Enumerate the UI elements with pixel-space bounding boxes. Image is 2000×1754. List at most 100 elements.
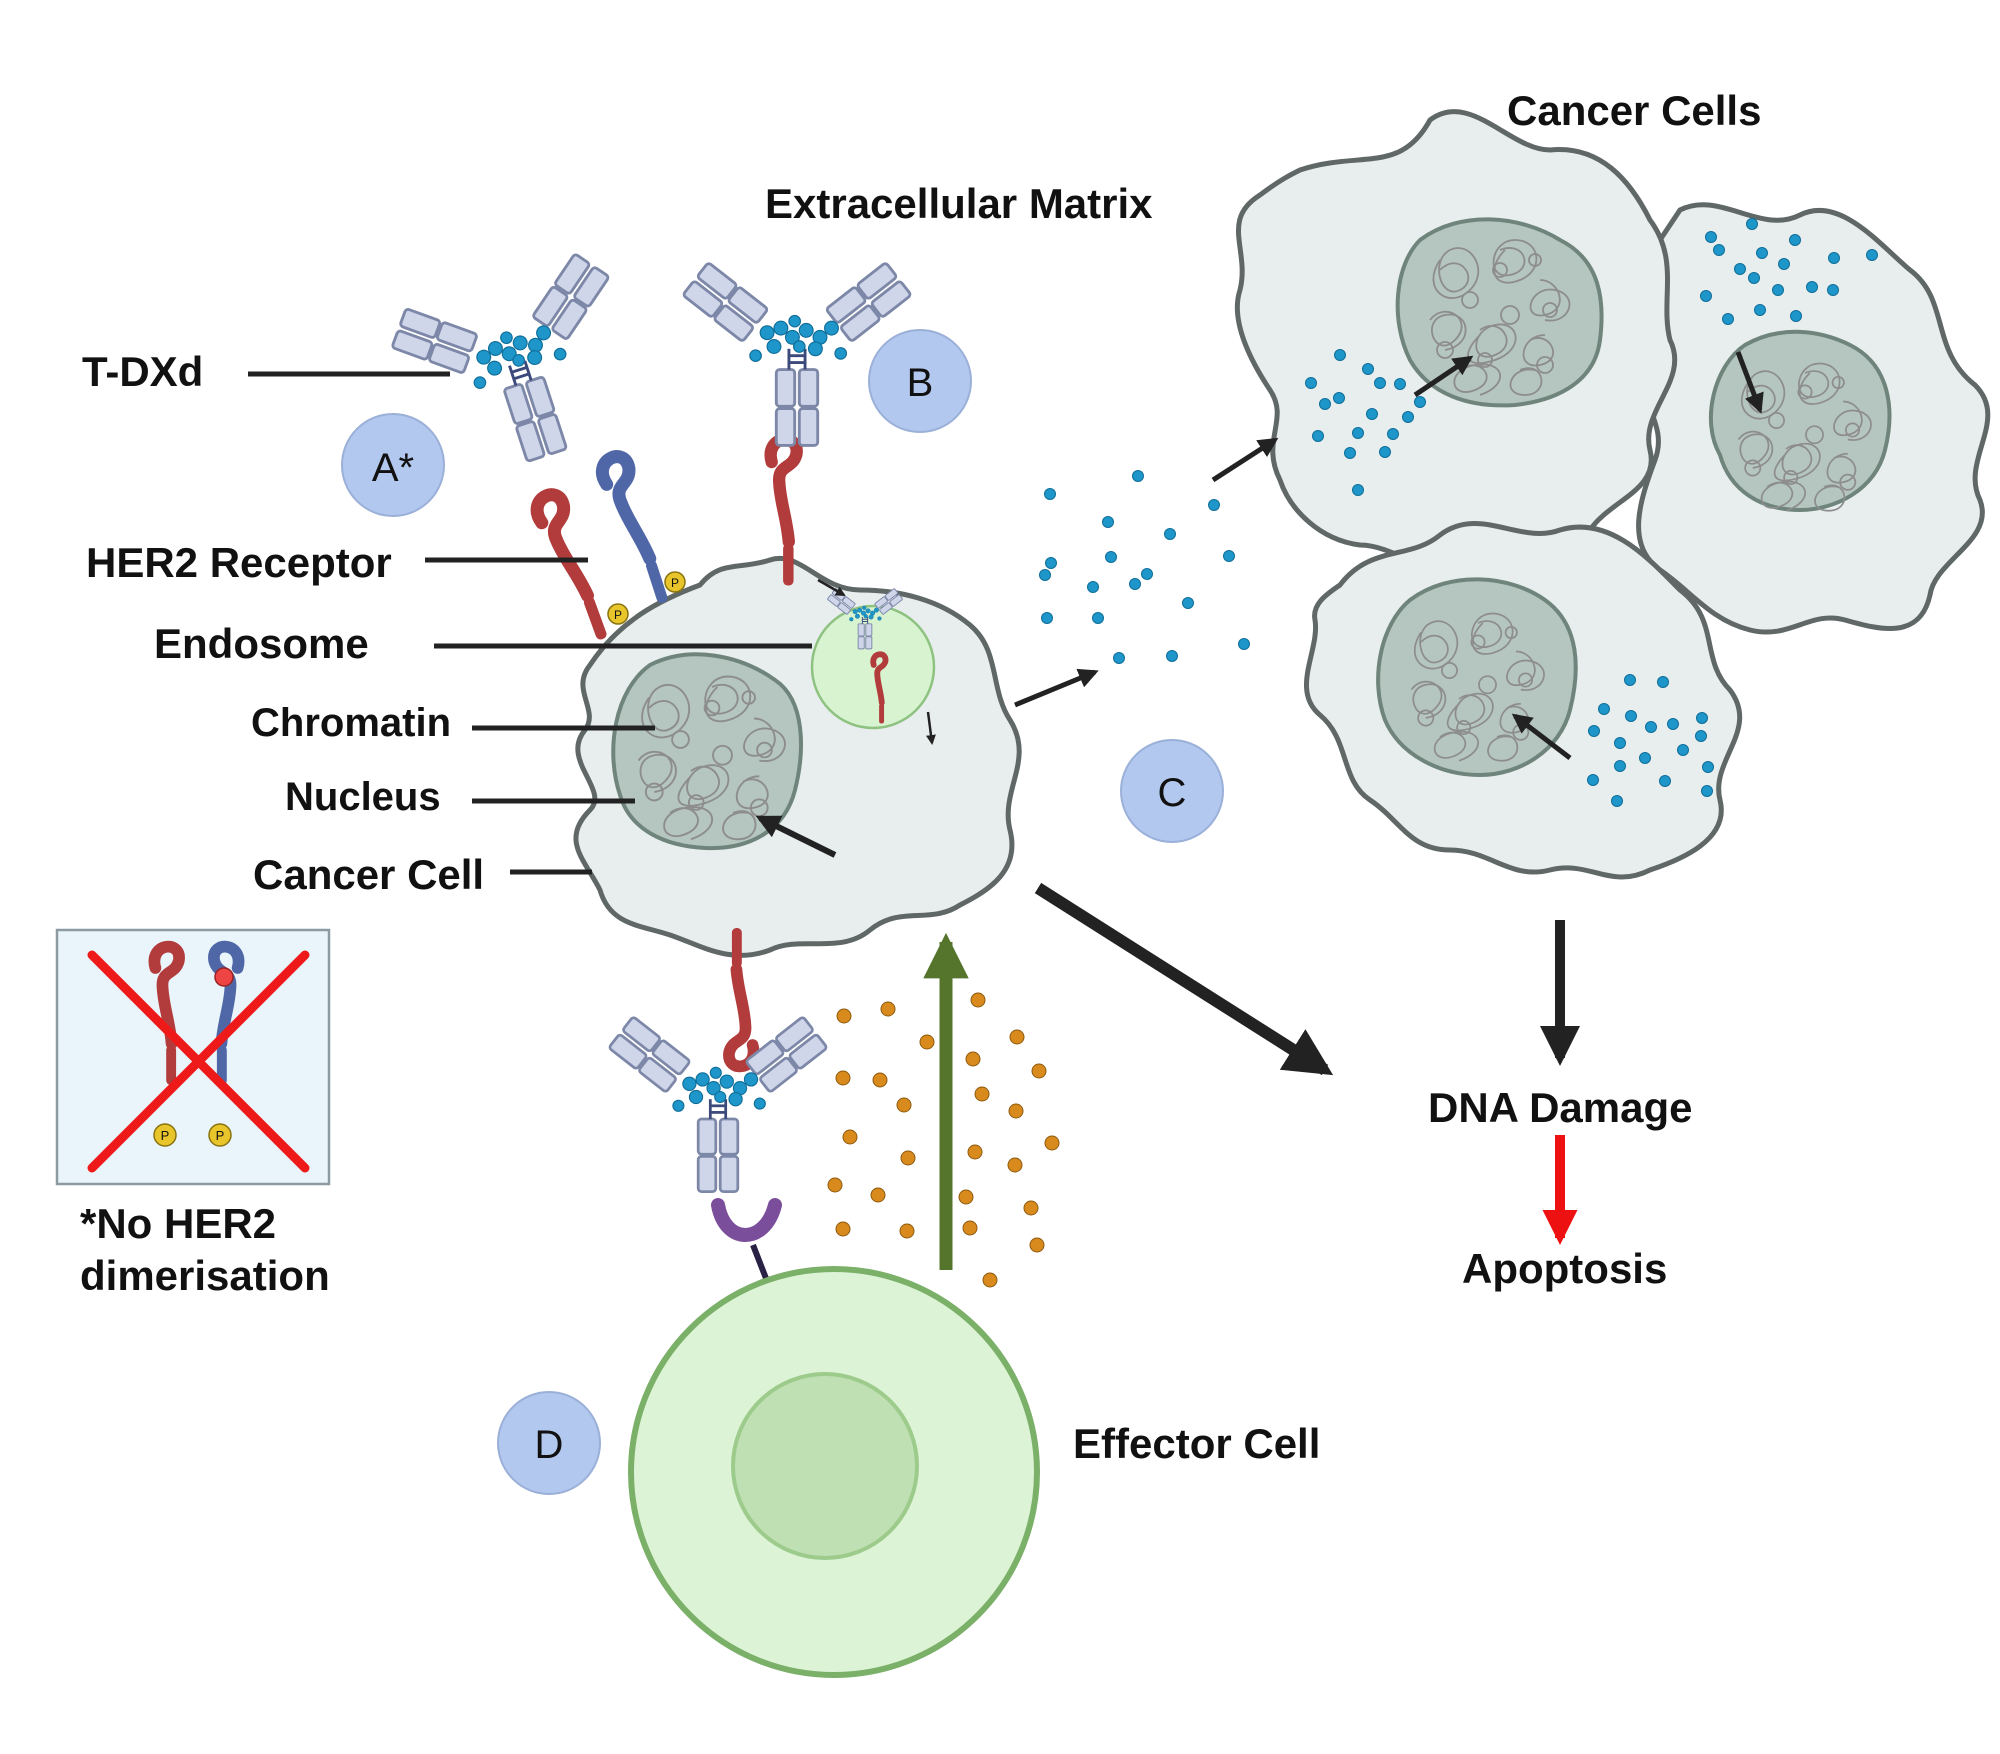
main-nucleus (611, 652, 803, 851)
phosphate-group: P (208, 1123, 232, 1147)
label-t-dxd: T-DXd (82, 348, 203, 395)
marker-b: B (868, 329, 972, 433)
payload-dot (1806, 281, 1818, 293)
marker-a: A* (341, 413, 445, 517)
label-dna-damage: DNA Damage (1428, 1084, 1693, 1131)
label-apoptosis: Apoptosis (1462, 1245, 1667, 1292)
payload-dot (1208, 499, 1220, 511)
cytokine-dot (1044, 1135, 1060, 1151)
payload-dot (1790, 310, 1802, 322)
cytokine-dot (827, 1177, 843, 1193)
label-endosome: Endosome (154, 620, 369, 667)
marker-c: C (1120, 739, 1224, 843)
payload-dot (1611, 795, 1623, 807)
payload-dot (1141, 568, 1153, 580)
payload-dot (1827, 284, 1839, 296)
label-nucleus: Nucleus (285, 775, 441, 819)
svg-text:A*: A* (372, 446, 414, 490)
cytokine-dot (896, 1097, 912, 1113)
payload-dot (1164, 528, 1176, 540)
payload-dot (1352, 427, 1364, 439)
cytokine-dot (836, 1008, 852, 1024)
cytokine-dot (1009, 1029, 1025, 1045)
payload-dot (1102, 516, 1114, 528)
cytokine-dot (1008, 1103, 1024, 1119)
payload-dot (1374, 377, 1386, 389)
label-cancer-cell: Cancer Cell (253, 851, 484, 898)
svg-text:P: P (614, 608, 622, 622)
dna-damage-arrow (1034, 882, 1334, 1076)
payload-dot (1352, 484, 1364, 496)
payload-dot (1624, 674, 1636, 686)
payload-dot (1713, 244, 1725, 256)
nucleus-right (1708, 329, 1892, 513)
cytokine-dot (962, 1220, 978, 1236)
payload-dot (1625, 710, 1637, 722)
cytokine-granules (827, 992, 1060, 1288)
payload-dot (1756, 247, 1768, 259)
payload-dot (1645, 721, 1657, 733)
svg-text:C: C (1158, 771, 1187, 815)
payload-dot (1772, 284, 1784, 296)
payload-dot (1387, 428, 1399, 440)
label-extracellular-matrix: Extracellular Matrix (765, 180, 1153, 227)
cytokine-dot (1007, 1157, 1023, 1173)
cytokine-dot (1029, 1237, 1045, 1253)
payload-dot (1701, 785, 1713, 797)
cytokine-dot (965, 1051, 981, 1067)
payload-dot (1778, 258, 1790, 270)
cytokine-dot (835, 1221, 851, 1237)
payload-dot (1598, 703, 1610, 715)
cytokine-dot (835, 1070, 851, 1086)
payload-dot (1587, 774, 1599, 786)
payload-dot (1105, 551, 1117, 563)
cytokine-dot (970, 992, 986, 1008)
payload-dot (1639, 752, 1651, 764)
payload-dot (1746, 218, 1758, 230)
payload-dot (1223, 550, 1235, 562)
payload-dot (1402, 411, 1414, 423)
cytokine-dot (872, 1072, 888, 1088)
cytokine-dot (1031, 1063, 1047, 1079)
payload-dot (1722, 313, 1734, 325)
cytokine-dot (967, 1144, 983, 1160)
payload-dot (1657, 676, 1669, 688)
payload-dot (1045, 557, 1057, 569)
cytokine-dot (880, 1001, 896, 1017)
svg-text:D: D (535, 1423, 564, 1467)
cytokine-dot (842, 1129, 858, 1145)
cytokine-dot (899, 1223, 915, 1239)
payload-dot (1866, 249, 1878, 261)
payload-dot (1614, 760, 1626, 772)
payload-dot (1702, 761, 1714, 773)
payload-dot (1734, 263, 1746, 275)
payload-dot (1696, 712, 1708, 724)
payload-dot (1362, 363, 1374, 375)
effector-nucleus (731, 1372, 919, 1560)
cross-icon (87, 950, 310, 1173)
payload-dot (1379, 446, 1391, 458)
cytokine-dot (870, 1187, 886, 1203)
payload-dot (1182, 597, 1194, 609)
payload-dot (1333, 392, 1345, 404)
leader-lines (248, 371, 812, 875)
label-her2-receptor: HER2 Receptor (86, 539, 392, 586)
payload-dot (1414, 396, 1426, 408)
label-no-her2-line2: dimerisation (80, 1252, 330, 1299)
payload-dot (1334, 349, 1346, 361)
payload-dot (1132, 470, 1144, 482)
payload-dot (1092, 612, 1104, 624)
label-effector-cell: Effector Cell (1073, 1420, 1320, 1467)
bystander-arrow-2 (1211, 437, 1279, 483)
payload-dot (1113, 652, 1125, 664)
no-dimerisation-panel: P P (55, 928, 331, 1186)
phosphate-group: P (153, 1123, 177, 1147)
cytokine-dot (974, 1086, 990, 1102)
payload-dot (1044, 488, 1056, 500)
payload-dot (1677, 744, 1689, 756)
payload-dot (1394, 378, 1406, 390)
payload-dot (1748, 272, 1760, 284)
payload-dot (1667, 718, 1679, 730)
payload-dot (1700, 290, 1712, 302)
